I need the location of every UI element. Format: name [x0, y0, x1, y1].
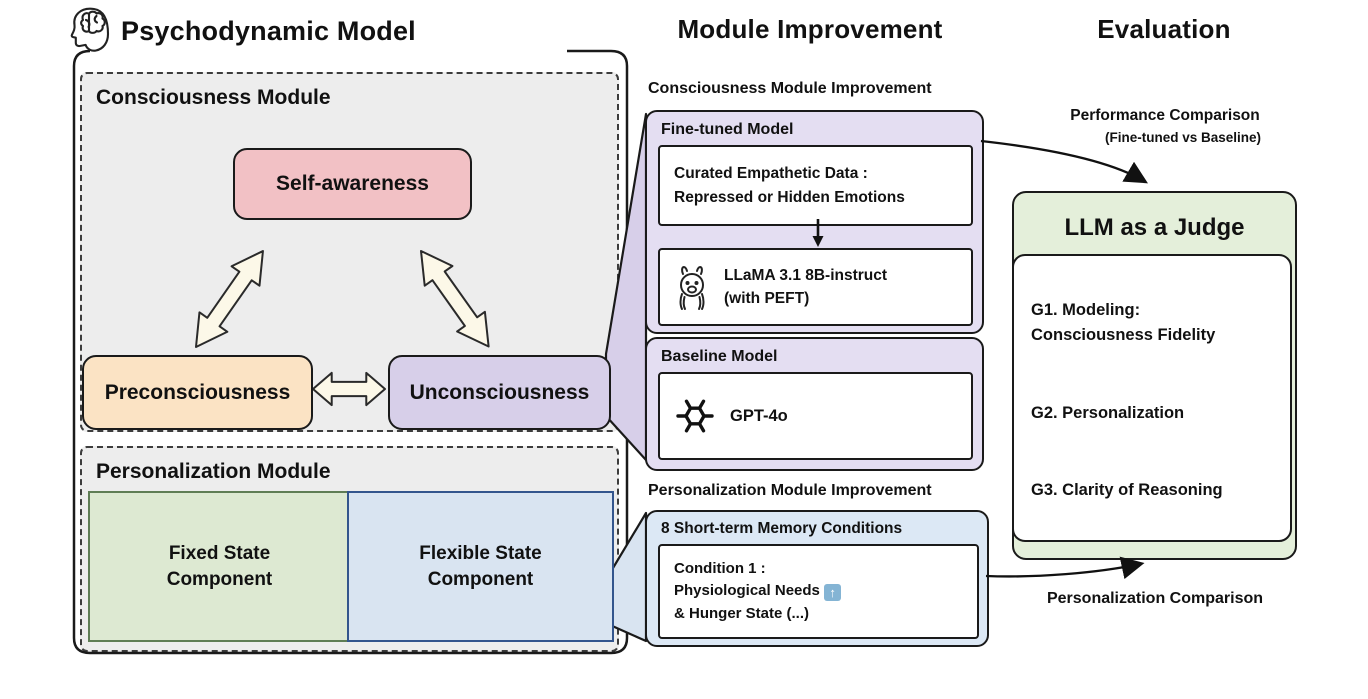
flexible-state-line2: Component [427, 568, 534, 590]
performance-comparison-subtext: (Fine-tuned vs Baseline) [1104, 130, 1262, 145]
personalization-comparison-label: Personalization Comparison [1046, 590, 1264, 607]
condition-1-box: Condition 1 : Physiological Needs ↑ & Hu… [658, 544, 979, 639]
llm-judge-title: LLM as a Judge [1064, 214, 1245, 241]
memory-conditions-label: 8 Short-term Memory Conditions [661, 520, 903, 537]
module-improvement-title: Module Improvement [677, 14, 943, 44]
personalization-improvement-heading: Personalization Module Improvement [648, 482, 932, 499]
gpt4o-label: GPT-4o [730, 406, 788, 425]
baseline-model-group: Baseline Model GPT-4o [645, 337, 984, 471]
llama-model-line2: (with PEFT) [724, 290, 810, 307]
condition-line2: Physiological Needs [674, 582, 820, 600]
performance-comparison-label: Performance Comparison [1070, 107, 1260, 124]
condition-line1: Condition 1 : [674, 559, 766, 577]
psychodynamic-model-title: Psychodynamic Model [121, 16, 416, 46]
memory-conditions-group: 8 Short-term Memory Conditions Condition… [645, 510, 989, 647]
evaluation-title: Evaluation [1097, 14, 1231, 44]
preconsciousness-node: Preconsciousness [82, 355, 313, 430]
flexible-state-component-box: Flexible State Component [347, 491, 614, 642]
llama-icon [679, 266, 705, 310]
consciousness-improvement-heading: Consciousness Module Improvement [648, 80, 932, 97]
consciousness-module-label: Consciousness Module [96, 86, 331, 109]
brain-head-icon [70, 7, 110, 52]
curated-data-line2: Repressed or Hidden Emotions [674, 188, 905, 206]
openai-icon [676, 399, 714, 433]
baseline-model-label: Baseline Model [661, 348, 778, 365]
curated-data-box: Curated Empathetic Data : Repressed or H… [658, 145, 973, 226]
fine-tuned-model-label: Fine-tuned Model [661, 121, 794, 138]
llama-model-box: LLaMA 3.1 8B-instruct (with PEFT) [658, 248, 973, 326]
personalization-module-label: Personalization Module [96, 460, 331, 483]
fixed-state-component-box: Fixed State Component [88, 491, 351, 642]
gpt4o-box: GPT-4o [658, 372, 973, 460]
llm-judge-criteria-box: G1. Modeling: Consciousness Fidelity G2.… [1012, 254, 1292, 542]
personalization-comparison-arrow [985, 556, 1145, 580]
up-arrow-icon: ↑ [824, 584, 842, 602]
judge-criterion-g1: G1. Modeling: Consciousness Fidelity [1031, 301, 1216, 344]
flexible-state-line1: Flexible State [419, 542, 542, 564]
judge-criterion-g2: G2. Personalization [1031, 404, 1185, 422]
self-awareness-node: Self-awareness [233, 148, 472, 220]
curated-data-line1: Curated Empathetic Data : [674, 165, 868, 183]
fixed-state-line2: Component [166, 568, 273, 590]
llama-model-line1: LLaMA 3.1 8B-instruct [724, 266, 888, 284]
judge-criterion-g3: G3. Clarity of Reasoning [1031, 481, 1223, 499]
condition-line3: & Hunger State (...) [674, 604, 810, 622]
fixed-state-line1: Fixed State [168, 542, 271, 564]
unconsciousness-node: Unconsciousness [388, 355, 611, 430]
performance-comparison-arrow [980, 139, 1148, 184]
fine-tuned-model-group: Fine-tuned Model Curated Empathetic Data… [645, 110, 984, 334]
